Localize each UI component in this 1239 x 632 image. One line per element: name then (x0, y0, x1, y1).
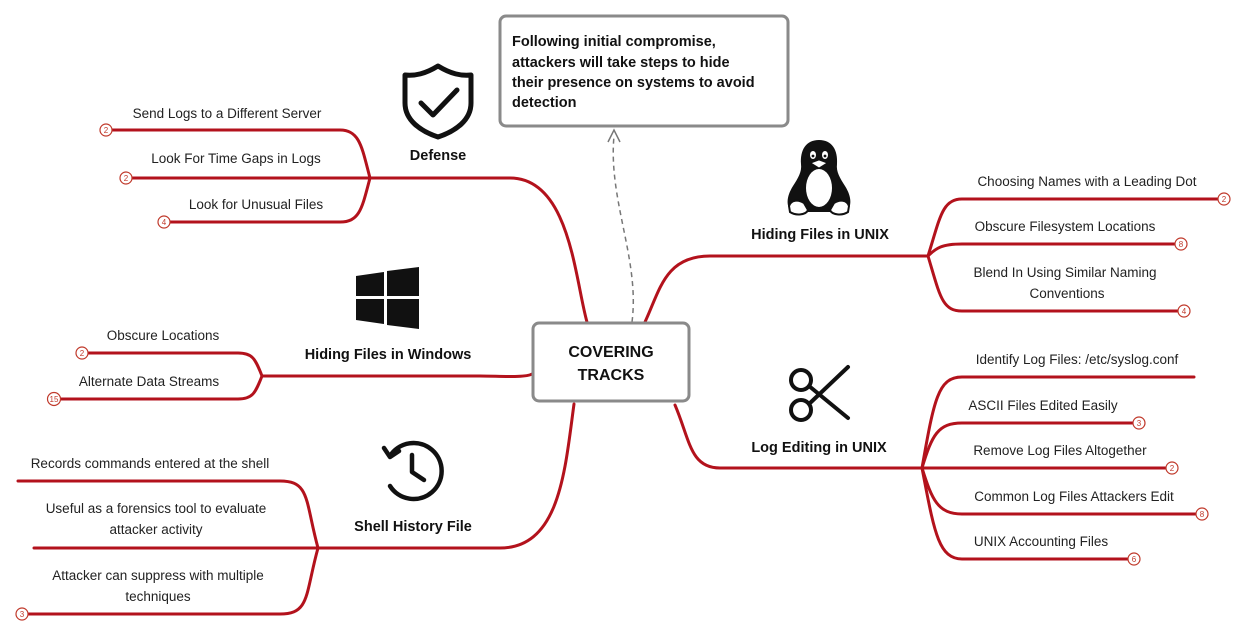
center-node[interactable]: COVERING TRACKS (531, 321, 691, 403)
log-leaf-5-text[interactable]: UNIX Accounting Files (974, 534, 1109, 549)
svg-text:3: 3 (20, 610, 25, 619)
scissors-icon (789, 365, 850, 422)
defense-leaf-1-text[interactable]: Send Logs to a Different Server (133, 106, 322, 121)
badge-defense-2[interactable]: 2 (119, 171, 133, 185)
shell-leaf-3-text-line-2[interactable]: techniques (125, 589, 191, 604)
badge-log-3[interactable]: 2 (1165, 461, 1179, 475)
connector-shell-leaf-3 (26, 546, 320, 616)
callout-arrow (607, 128, 634, 323)
connector-unix-leaf-1 (926, 197, 1220, 258)
log-leaf-3-text[interactable]: Remove Log Files Altogether (973, 443, 1147, 458)
callout-line-1: Following initial compromise, (512, 34, 716, 50)
callout-line-4: detection (512, 95, 576, 111)
svg-text:4: 4 (1182, 307, 1187, 316)
callout-line-2: attackers will take steps to hide (512, 55, 730, 71)
connector-log-leaf-1 (920, 375, 1196, 470)
svg-text:2: 2 (80, 349, 85, 358)
shell-leaf-2-text-line-2[interactable]: attacker activity (109, 522, 202, 537)
badge-defense-3[interactable]: 4 (157, 215, 171, 229)
svg-text:8: 8 (1179, 240, 1184, 249)
connector-windows (260, 372, 534, 378)
log-leaf-2-text[interactable]: ASCII Files Edited Easily (968, 398, 1118, 413)
branch-title-windows[interactable]: Hiding Files in Windows (305, 347, 472, 363)
connector-log-leaf-5 (920, 466, 1130, 561)
badge-unix-2[interactable]: 8 (1174, 237, 1188, 251)
badge-windows-1[interactable]: 2 (75, 346, 89, 360)
svg-text:4: 4 (162, 218, 167, 227)
log-leaf-1-text[interactable]: Identify Log Files: /etc/syslog.conf (976, 352, 1179, 367)
connector-defense (368, 176, 589, 324)
defense-leaf-3-text[interactable]: Look for Unusual Files (189, 197, 324, 212)
connector-windows-leaf-2 (58, 374, 264, 401)
connector-shell-leaf-1 (16, 479, 320, 550)
badge-log-2[interactable]: 3 (1132, 416, 1146, 430)
branch-title-log-editing[interactable]: Log Editing in UNIX (751, 440, 887, 456)
branch-title-defense[interactable]: Defense (410, 148, 466, 164)
center-title-line-2: TRACKS (578, 367, 645, 384)
windows-leaf-2-text[interactable]: Alternate Data Streams (79, 374, 220, 389)
windows-leaf-1-text[interactable]: Obscure Locations (107, 328, 220, 343)
callout-line-3: their presence on systems to avoid (512, 75, 755, 91)
branch-title-shell-history[interactable]: Shell History File (354, 519, 472, 535)
linux-penguin-icon (787, 140, 851, 216)
svg-text:6: 6 (1132, 555, 1137, 564)
shell-leaf-1-text[interactable]: Records commands entered at the shell (31, 456, 270, 471)
badge-defense-1[interactable]: 2 (99, 123, 113, 137)
unix-leaf-3-text-line-2[interactable]: Conventions (1029, 286, 1104, 301)
svg-text:3: 3 (1137, 419, 1142, 428)
svg-text:15: 15 (50, 395, 59, 404)
connector-unix-leaf-2 (926, 242, 1177, 258)
badge-shell-3[interactable]: 3 (15, 607, 29, 621)
callout-box: Following initial compromise, attackers … (498, 14, 790, 128)
badge-unix-3[interactable]: 4 (1177, 304, 1191, 318)
connector-defense-leaf-1 (110, 128, 372, 180)
svg-text:2: 2 (124, 174, 129, 183)
shield-check-icon (402, 63, 474, 140)
count-badges: 2 2 4 2 15 3 2 8 4 3 2 8 6 (15, 123, 1231, 621)
svg-text:8: 8 (1200, 510, 1205, 519)
connectors (16, 128, 1220, 616)
svg-text:2: 2 (104, 126, 109, 135)
unix-leaf-3-text-line-1[interactable]: Blend In Using Similar Naming (973, 265, 1156, 280)
connector-log-editing (673, 403, 924, 470)
unix-leaf-2-text[interactable]: Obscure Filesystem Locations (975, 219, 1156, 234)
svg-text:2: 2 (1170, 464, 1175, 473)
defense-leaf-2-text[interactable]: Look For Time Gaps in Logs (151, 151, 321, 166)
connector-unix-leaf-3 (926, 254, 1180, 313)
svg-text:2: 2 (1222, 195, 1227, 204)
center-title-line-1: COVERING (568, 344, 653, 361)
connector-unix-files (643, 254, 930, 324)
history-clock-icon (381, 440, 444, 502)
branch-title-unix-files[interactable]: Hiding Files in UNIX (751, 227, 889, 243)
badge-log-4[interactable]: 8 (1195, 507, 1209, 521)
badge-windows-2[interactable]: 15 (46, 391, 62, 407)
connector-defense-leaf-3 (168, 176, 372, 224)
connector-log-leaf-2 (920, 421, 1135, 470)
log-leaf-4-text[interactable]: Common Log Files Attackers Edit (974, 489, 1174, 504)
shell-leaf-2-text-line-1[interactable]: Useful as a forensics tool to evaluate (46, 501, 267, 516)
windows-logo-icon (356, 267, 419, 329)
connector-shell (316, 402, 576, 550)
badge-unix-1[interactable]: 2 (1217, 192, 1231, 206)
badge-log-5[interactable]: 6 (1127, 552, 1141, 566)
shell-leaf-3-text-line-1[interactable]: Attacker can suppress with multiple (52, 568, 264, 583)
connector-windows-leaf-1 (86, 351, 264, 378)
unix-leaf-1-text[interactable]: Choosing Names with a Leading Dot (977, 174, 1196, 189)
